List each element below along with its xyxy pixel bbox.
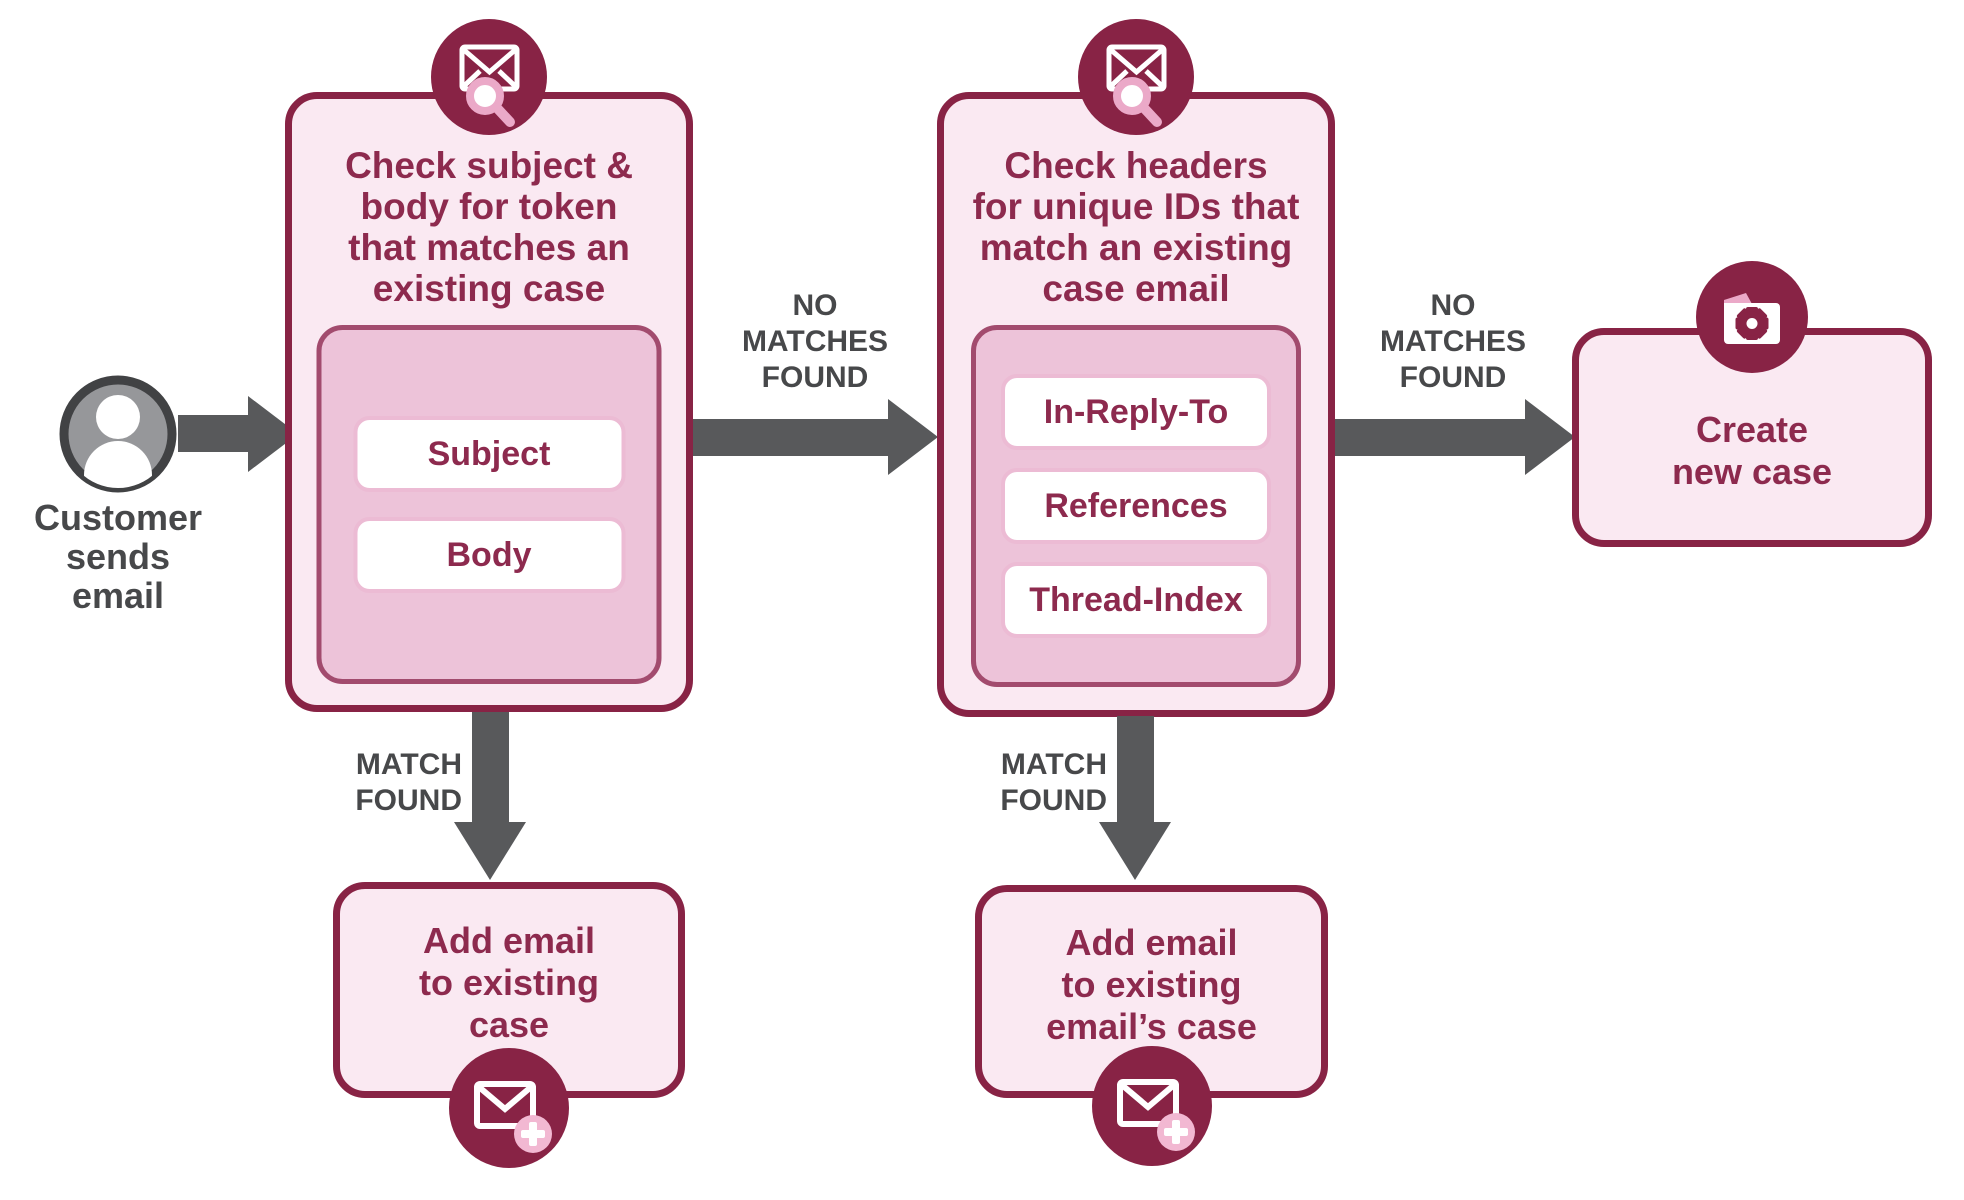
case-folder-gear-icon	[1696, 261, 1808, 373]
subject-pill: Subject	[353, 416, 625, 492]
no-matches-found-label-1: NO MATCHES FOUND	[741, 289, 889, 394]
no-matches-found-label-2: NO MATCHES FOUND	[1379, 289, 1527, 394]
match-found-label-1: MATCH FOUND	[355, 748, 462, 817]
references-pill: References	[1001, 468, 1271, 544]
add-email-existing-case-label: Add email to existing case	[418, 920, 600, 1045]
customer-icon	[59, 375, 177, 493]
email-add-icon	[449, 1048, 569, 1168]
create-new-case-label: Create new case	[1671, 408, 1833, 492]
headers-panel: In-Reply-To References Thread-Index	[971, 325, 1301, 687]
create-new-case-box: Create new case	[1572, 261, 1932, 547]
email-add-icon	[1091, 1046, 1212, 1166]
customer-label: Customer sends email	[33, 497, 203, 616]
add-email-existing-emails-case-label: Add email to existing email’s case	[1046, 921, 1257, 1047]
email-search-icon	[431, 19, 547, 135]
thread-index-pill: Thread-Index	[1001, 562, 1271, 638]
in-reply-to-pill: In-Reply-To	[1001, 374, 1271, 450]
check-headers-box: Check headers for unique IDs that match …	[937, 19, 1335, 717]
check-subject-body-title: Check subject & body for token that matc…	[345, 145, 633, 309]
match-found-label-2: MATCH FOUND	[1000, 748, 1107, 817]
add-email-existing-emails-case-box: Add email to existing email’s case	[975, 885, 1328, 1166]
check-headers-title: Check headers for unique IDs that match …	[972, 145, 1300, 309]
subject-body-panel: Subject Body	[316, 325, 662, 684]
email-search-icon	[1078, 19, 1194, 135]
body-pill: Body	[353, 517, 625, 593]
check-subject-body-box: Check subject & body for token that matc…	[285, 19, 693, 712]
add-email-existing-case-box: Add email to existing case	[333, 882, 685, 1168]
